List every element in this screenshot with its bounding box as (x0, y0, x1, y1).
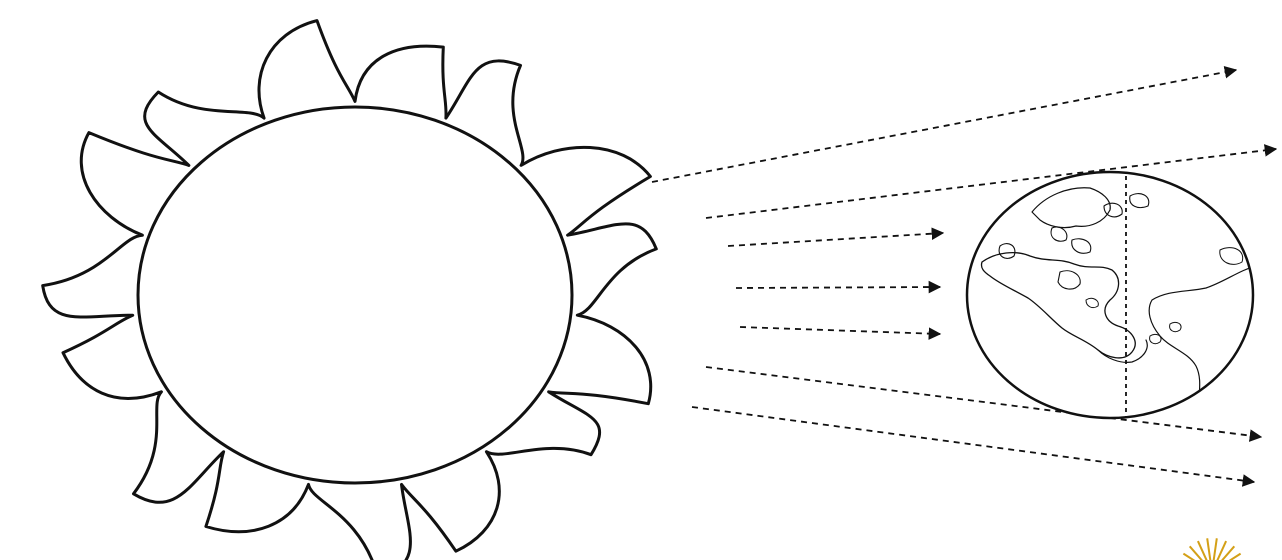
light-ray-arrow-7 (692, 407, 1254, 482)
light-ray-arrow-4 (736, 287, 940, 288)
light-ray-arrow-3 (728, 233, 943, 246)
light-ray-arrow-5 (740, 327, 940, 334)
small-sun-ray (1214, 538, 1217, 560)
small-sun-ray (1207, 538, 1210, 560)
small-sun-icon (1178, 538, 1246, 560)
sun-disc (138, 107, 572, 483)
sun-icon (43, 21, 657, 560)
globe-icon (967, 172, 1256, 420)
